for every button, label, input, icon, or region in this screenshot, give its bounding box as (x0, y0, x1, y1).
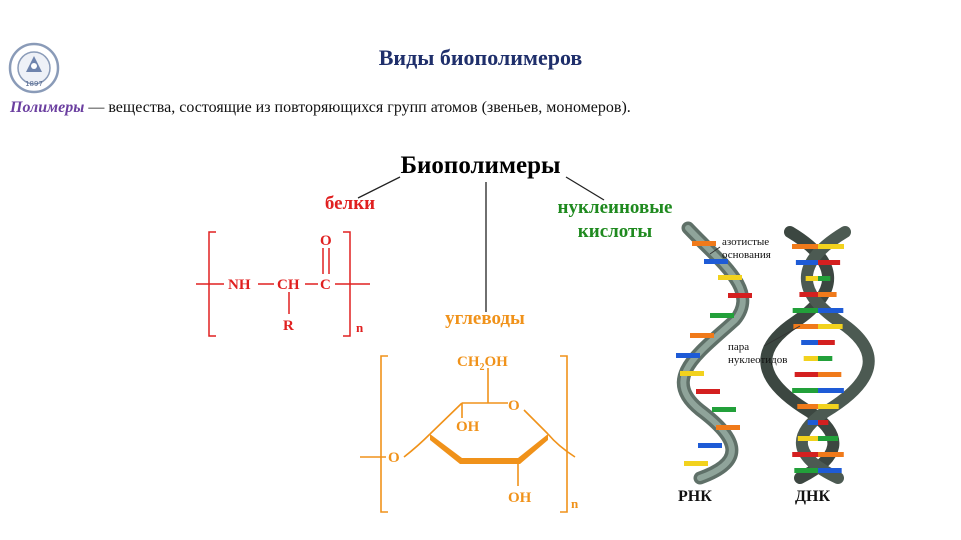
dna-base-left (792, 388, 818, 393)
nucleotide-pair-note: пара нуклеотидов (728, 341, 787, 367)
nitrogen-bases-note-line2: основания (722, 249, 771, 261)
dna-base-right (818, 468, 842, 473)
connector-nucleic (565, 176, 605, 201)
dna-base-right (818, 436, 839, 441)
dna-base-right (818, 244, 844, 249)
dna-base-left (797, 436, 818, 441)
dna-base-left (801, 340, 818, 345)
carb-ch2oh-ch: CH (457, 354, 480, 370)
dna-label: ДНК (795, 488, 831, 505)
dna-base-right (818, 356, 833, 361)
dna-base-right (818, 420, 829, 425)
carb-bridge-o: O (388, 450, 400, 466)
rna-label: РНК (678, 488, 712, 505)
carb-ch2oh: CH2OH (457, 354, 508, 373)
rna-helix (676, 221, 752, 485)
protein-formula (196, 231, 370, 337)
dna-base-left (793, 324, 818, 329)
protein-r: R (283, 318, 294, 334)
rna-base (712, 407, 736, 412)
nucleic-acids-label: нуклеиновые кислоты (530, 196, 700, 244)
dna-base-right (818, 292, 837, 297)
dna-base-right (818, 452, 844, 457)
page-title: Виды биополимеров (378, 45, 583, 70)
rna-base (718, 275, 742, 280)
nucleic-acids-label-line2: кислоты (577, 221, 653, 242)
rna-base (728, 293, 752, 298)
dna-base-right (818, 308, 844, 313)
rna-base (704, 259, 728, 264)
dna-base-right (818, 372, 842, 377)
definition-term: Полимеры (10, 99, 85, 116)
dna-base-left (795, 260, 818, 265)
carb-ch2oh-oh: OH (485, 354, 509, 370)
connector-proteins (357, 176, 401, 199)
rna-base (690, 333, 714, 338)
bases-pointer (709, 246, 721, 255)
protein-c: C (320, 277, 331, 293)
dna-base-right (818, 324, 843, 329)
definition-text: Полимеры — вещества, состоящие из повтор… (10, 99, 631, 117)
dna-helix (760, 226, 875, 484)
dna-base-right (818, 404, 839, 409)
nitrogen-bases-note-line1: азотистые (722, 236, 770, 248)
protein-o: O (320, 233, 332, 249)
dna-base-left (792, 308, 818, 313)
rna-base (676, 353, 700, 358)
biopolymers-root-label: Биополимеры (400, 152, 561, 179)
dna-base-right (818, 340, 835, 345)
rna-base (698, 443, 722, 448)
carbohydrate-ring-bold-edge (430, 434, 548, 464)
nucleotide-pair-note-line2: нуклеотидов (728, 354, 788, 366)
dna-base-left (792, 452, 818, 457)
protein-nh: NH (228, 277, 251, 293)
dna-base-right (818, 276, 831, 281)
protein-n: n (356, 320, 364, 335)
carb-oh-bottom: OH (508, 490, 532, 506)
rna-base (716, 425, 740, 430)
dna-base-left (792, 244, 818, 249)
carb-ch2oh-sub: 2 (480, 362, 485, 373)
rna-base (696, 389, 720, 394)
rna-base (710, 313, 734, 318)
nucleotide-pair-note-line1: пара (728, 341, 750, 353)
rna-base (684, 461, 708, 466)
protein-ch: CH (277, 277, 300, 293)
dna-base-left (803, 356, 818, 361)
proteins-label: белки (324, 193, 376, 214)
university-seal-icon: 1897 (6, 42, 62, 94)
dna-base-left (807, 420, 818, 425)
nitrogen-bases-note: азотистые основания (722, 236, 771, 262)
dna-base-right (818, 260, 841, 265)
dna-base-left (799, 292, 818, 297)
pair-pointer (763, 325, 801, 347)
carb-ring-o: O (508, 398, 520, 414)
dna-base-right (818, 388, 844, 393)
dna-base-left (805, 276, 818, 281)
carbohydrate-formula (360, 355, 576, 513)
rna-base (680, 371, 704, 376)
definition-body: — вещества, состоящие из повторяющихся г… (84, 99, 631, 116)
dna-base-left (794, 372, 818, 377)
rna-base (692, 241, 716, 246)
dna-base-left (794, 468, 818, 473)
carb-n: n (571, 496, 579, 511)
logo-year: 1897 (25, 80, 43, 88)
carbohydrates-label: углеводы (445, 308, 525, 329)
dna-base-left (797, 404, 818, 409)
carb-oh-top: OH (456, 419, 480, 435)
nucleic-acids-label-line1: нуклеиновые (557, 197, 673, 218)
